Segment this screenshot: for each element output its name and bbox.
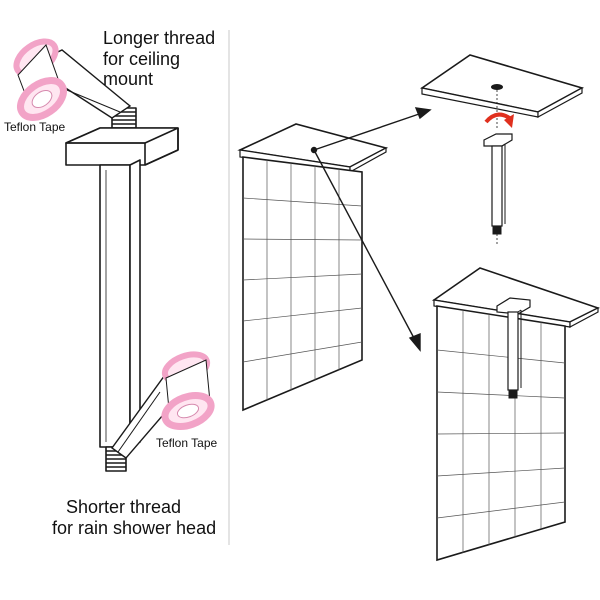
label-teflon-tape-bottom: Teflon Tape [156,436,218,450]
tiled-wall-main [237,123,389,412]
label-longer-thread: Longer thread for ceiling mount [103,28,233,90]
mounting-flange [65,127,179,166]
rotate-arrow-icon [484,112,514,128]
label-shorter-thread-line1: Shorter thread [66,497,182,517]
shower-arm-illustration [65,107,179,472]
label-shorter-thread-line2: for rain shower head [52,517,217,538]
teflon-tape-roll-top [13,38,132,121]
label-longer-thread-line2: for ceiling mount [103,48,181,90]
square-arm [99,159,141,448]
teflon-tape-roll-bottom [111,351,215,459]
label-longer-thread-line1: Longer thread [103,28,216,48]
tiled-wall-installed [431,267,600,562]
label-shorter-thread: Shorter thread for rain shower head [52,497,232,538]
ceiling-mount-detail [420,54,585,244]
label-teflon-tape-top: Teflon Tape [4,120,66,134]
pointer-arrows [310,107,432,352]
